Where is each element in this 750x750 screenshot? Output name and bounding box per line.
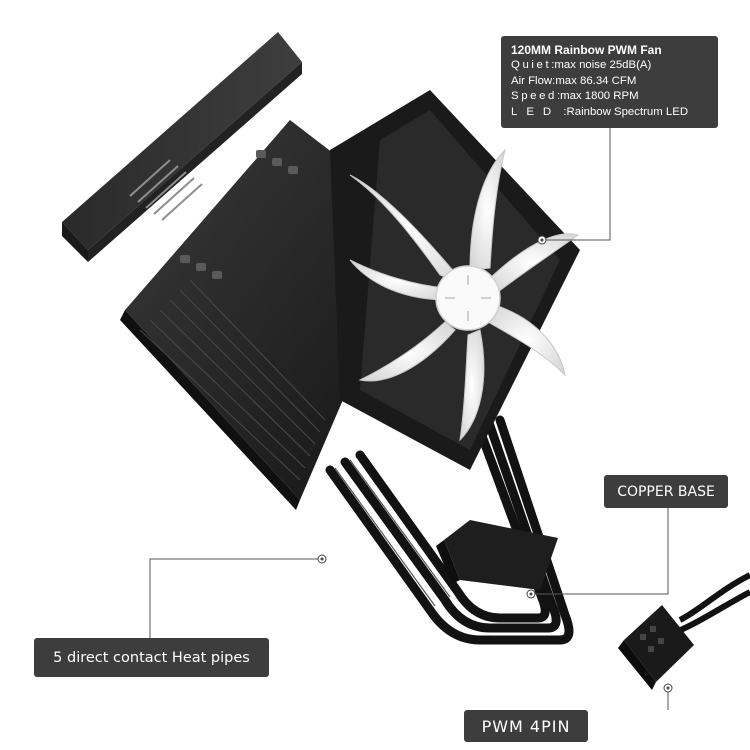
heat-pipes-label: 5 direct contact Heat pipes — [34, 638, 269, 677]
fan-spec-value: max 1800 RPM — [560, 90, 639, 103]
fan-spec-value: Rainbow Spectrum LED — [566, 105, 689, 118]
fan-spec-sep: : — [556, 90, 561, 103]
fan-spec-line-speed: Speed:max 1800 RPM — [511, 89, 718, 105]
fan-hub — [435, 265, 501, 331]
pwm-4pin-connector — [618, 605, 694, 690]
fan-spec-line-quiet: Quiet:max noise 25dB(A) — [511, 58, 718, 74]
heat-pipes-callout-line — [149, 558, 322, 638]
callout-lines — [149, 128, 669, 710]
fan-spec-value: max 86.34 CFM — [555, 74, 637, 87]
pwm-cable — [674, 572, 750, 635]
copper-base-label: COPPER BASE — [604, 475, 728, 508]
fan-spec-key: LED — [511, 105, 561, 118]
copper-base-callout-line — [531, 508, 669, 595]
fan-spec-title: 120MM Rainbow PWM Fan — [511, 43, 662, 57]
fan-callout-line — [542, 128, 611, 241]
fan-hub-logo — [445, 275, 491, 321]
pwm-4pin-label: PWM 4PIN — [464, 710, 588, 742]
fan-spec-key: Speed — [511, 90, 557, 103]
fan-spec-key: Air Flow — [511, 74, 553, 87]
fan-spec-sep: : — [551, 59, 555, 71]
fan-blades — [349, 148, 580, 442]
fan-spec-sep: : — [560, 105, 567, 118]
heat-pipes — [325, 415, 574, 645]
fan-spec-line-airflow: Air Flow:max 86.34 CFM — [511, 74, 718, 90]
fan-spec-key: Quiet — [511, 59, 552, 71]
fan-spec-box: 120MM Rainbow PWM Fan Quiet:max noise 25… — [501, 36, 718, 128]
fan-spec-sep: : — [552, 74, 556, 87]
heatsink-top-cap — [62, 32, 302, 262]
copper-base-block — [436, 520, 558, 590]
fan-spec-line-led: LED :Rainbow Spectrum LED — [511, 105, 718, 121]
fan-spec-value: max noise 25dB(A) — [554, 59, 652, 71]
